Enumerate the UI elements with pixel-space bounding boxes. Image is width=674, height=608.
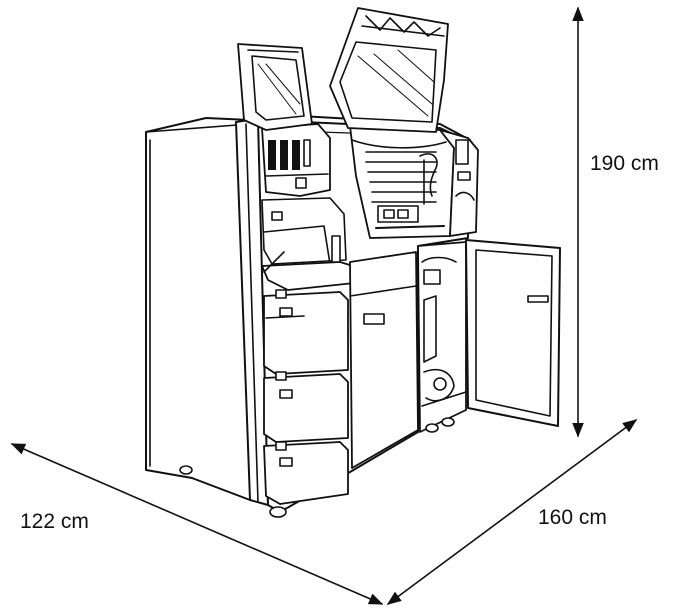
- height-dimension-label: 190 cm: [590, 152, 659, 175]
- depth-dimension-label: 160 cm: [538, 506, 607, 529]
- width-dimension-arrow: [10, 443, 384, 605]
- left-side-panel: [145, 117, 251, 501]
- drawer-stack: [263, 289, 349, 505]
- print-chamber: [349, 125, 455, 239]
- open-right-door: [465, 239, 561, 427]
- machine-illustration: [145, 7, 561, 518]
- paper-tray: [261, 197, 367, 291]
- center-open-lid: [329, 7, 449, 133]
- width-dimension-label: 122 cm: [20, 510, 89, 533]
- machine-feet: [179, 417, 455, 518]
- depth-dimension-arrow: [386, 419, 638, 605]
- left-open-lid: [237, 43, 313, 131]
- control-panel: [439, 129, 479, 237]
- center-cabinet: [349, 251, 419, 469]
- right-open-compartment: [417, 241, 467, 433]
- ink-cartridge-bay: [261, 123, 331, 197]
